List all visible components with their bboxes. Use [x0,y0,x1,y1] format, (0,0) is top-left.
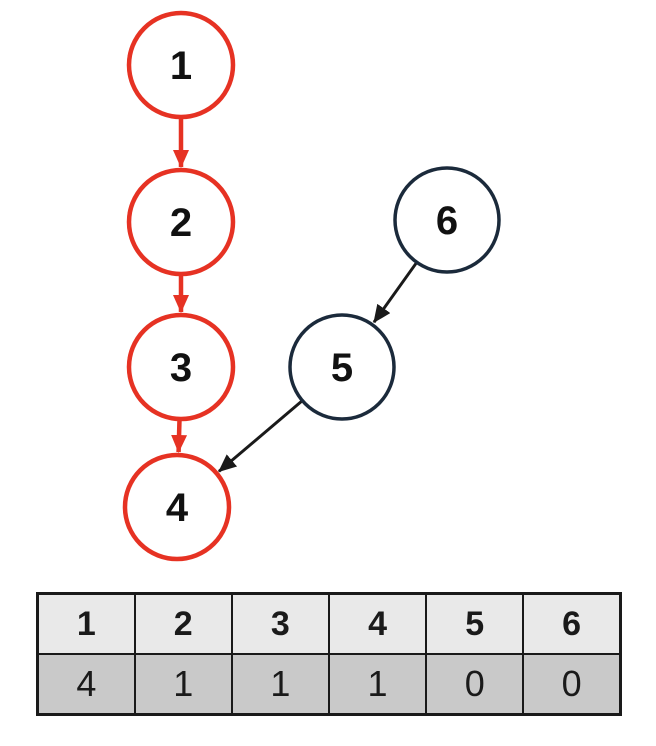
node-circle [393,166,501,274]
header-cell: 1 [36,592,136,655]
node-3: 3 [126,312,236,422]
header-cell: 4 [327,592,428,655]
node-label: 5 [331,346,353,390]
node-label: 1 [170,44,192,88]
node-label: 4 [166,486,189,530]
header-cell: 2 [133,592,233,655]
node-circle [288,313,396,421]
node-circle [122,452,232,562]
node-6: 6 [393,166,501,274]
tree-diagram: 1 2 3 4 5 6 [122,10,501,562]
edge-5-4 [217,399,304,473]
value-cell: 4 [36,653,136,716]
value-cell: 1 [133,653,233,716]
header-cell: 6 [522,592,622,655]
header-cell: 3 [230,592,330,655]
value-cell: 0 [425,653,525,716]
node-label: 3 [170,346,192,390]
node-2: 2 [126,167,236,277]
node-circle [126,167,236,277]
node-label: 2 [170,201,192,245]
value-cell: 1 [327,653,428,716]
edge-3-4 [171,418,188,454]
table-value-row: 4 1 1 1 0 0 [36,653,622,716]
node-1: 1 [126,10,236,120]
value-cell: 1 [230,653,330,716]
parent-array-table: 1 2 3 4 5 6 4 1 1 1 0 0 [36,592,622,716]
node-4: 4 [122,452,232,562]
edge-6-5 [372,261,418,324]
node-label: 6 [436,199,458,243]
node-circle [126,10,236,120]
value-cell: 0 [522,653,622,716]
table-header-row: 1 2 3 4 5 6 [36,592,622,655]
header-cell: 5 [425,592,525,655]
node-circle [126,312,236,422]
node-5: 5 [288,313,396,421]
